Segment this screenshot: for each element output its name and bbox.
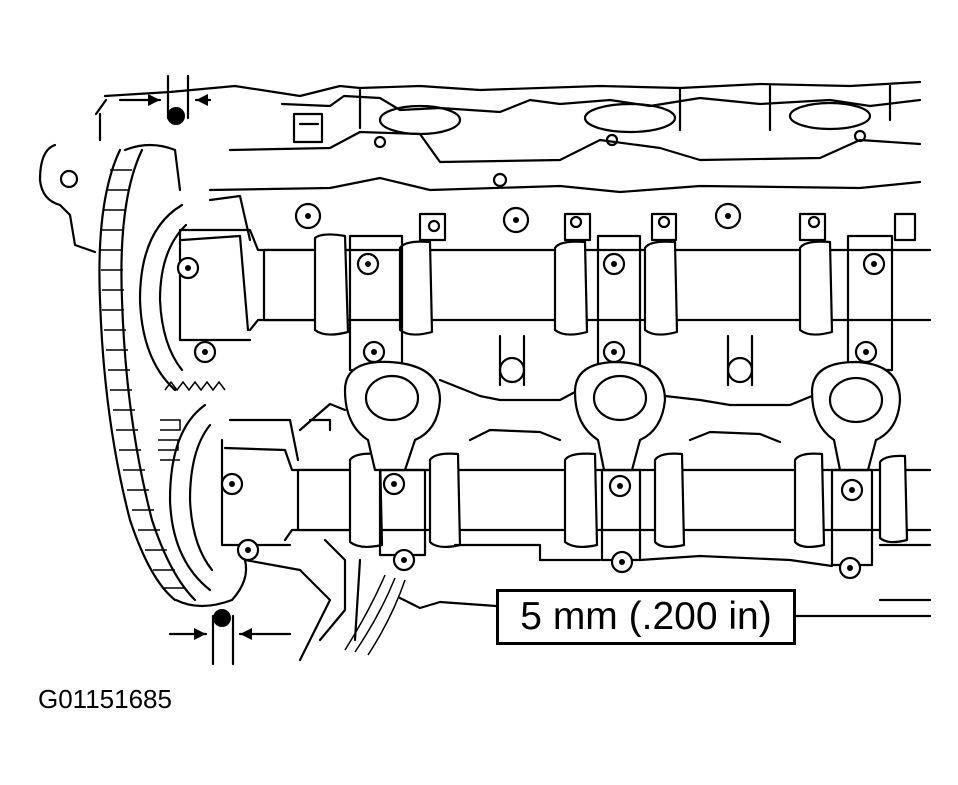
cylinder-head-casting bbox=[38, 80, 922, 254]
lower-camshaft bbox=[220, 418, 932, 549]
upper-camshaft-sprocket bbox=[138, 203, 226, 392]
dimension-arrows bbox=[118, 94, 292, 640]
timing-chain bbox=[98, 143, 248, 608]
upper-cap-bolts bbox=[176, 202, 886, 364]
spark-plug-bosses bbox=[343, 334, 902, 472]
dimension-callout: 5 mm (.200 in) bbox=[496, 589, 796, 645]
figure-id: G01151685 bbox=[38, 684, 172, 714]
lower-casting bbox=[243, 402, 932, 662]
upper-camshaft bbox=[178, 194, 932, 342]
alignment-pins bbox=[166, 74, 235, 666]
lower-bearing-caps bbox=[220, 468, 874, 580]
lower-camshaft-sprocket bbox=[158, 403, 214, 592]
